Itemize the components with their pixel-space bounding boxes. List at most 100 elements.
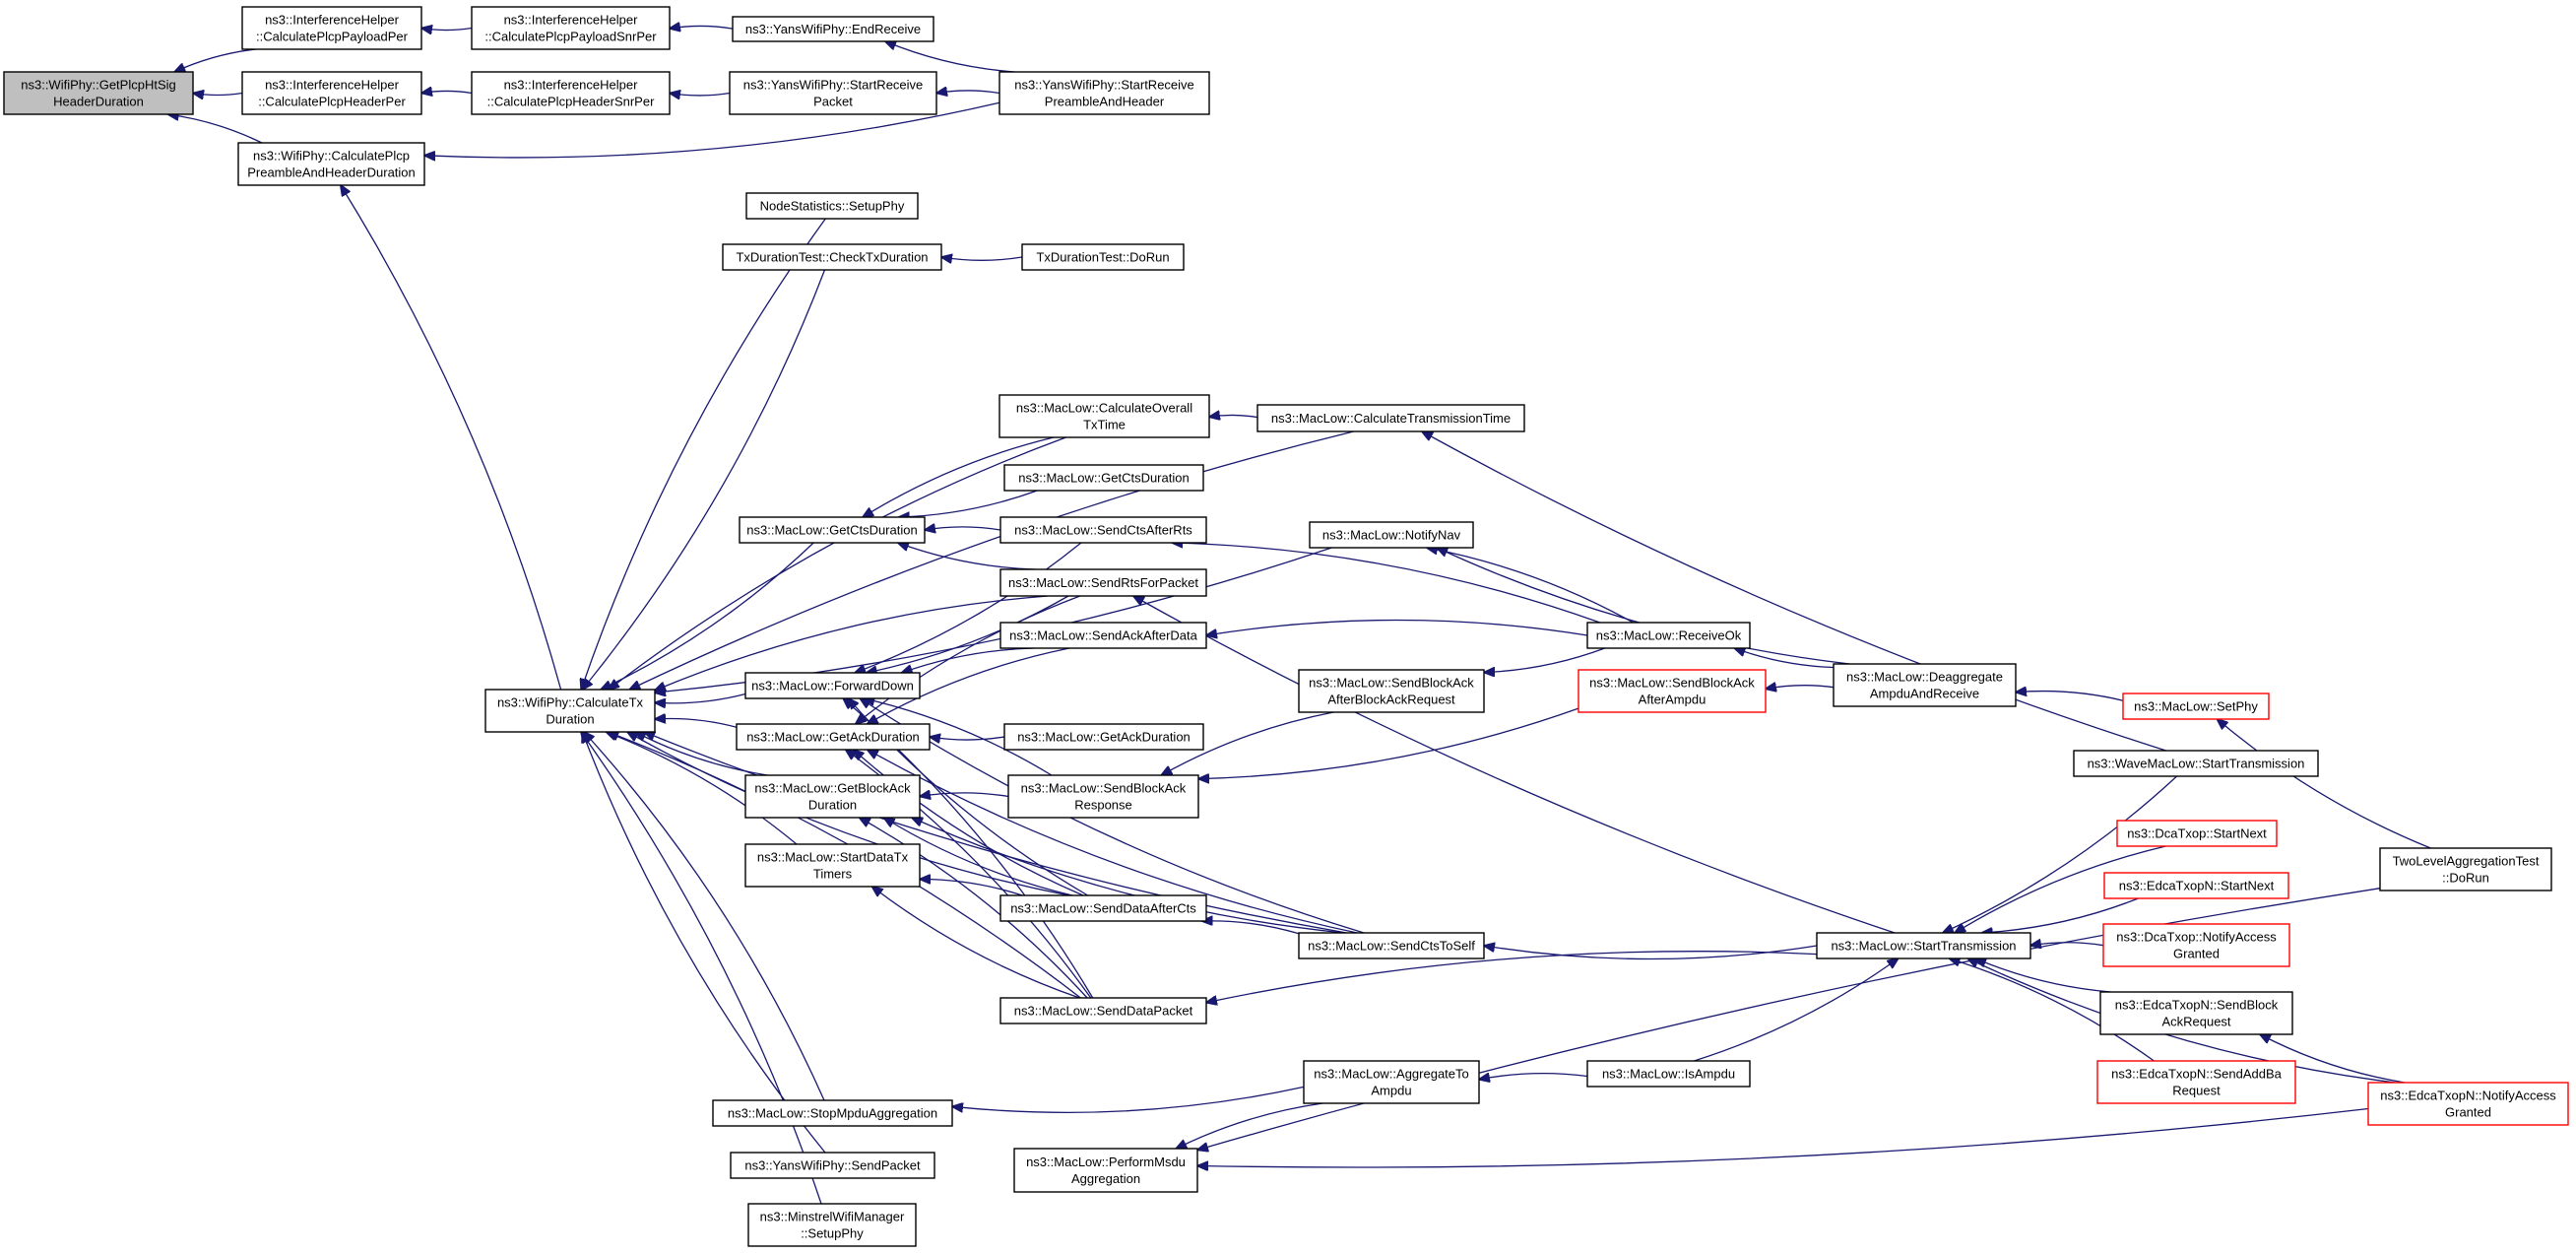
graph-node-edca_startnext[interactable]: ns3::EdcaTxopN::StartNext (2103, 872, 2289, 899)
node-box (2116, 820, 2278, 847)
node-label: ns3::EdcaTxopN::SendBlock (2115, 998, 2279, 1013)
node-label: ns3::YansWifiPhy::StartReceive (1014, 78, 1194, 93)
node-box (1833, 663, 2017, 707)
graph-node-wave_starttransmission[interactable]: ns3::WaveMacLow::StartTransmission (2073, 750, 2319, 777)
node-label: ns3::InterferenceHelper (504, 78, 639, 93)
node-box (999, 894, 1207, 922)
node-label: ns3::MacLow::GetAckDuration (746, 730, 920, 745)
node-box (1298, 669, 1485, 713)
graph-node-ml_getctsduration[interactable]: ns3::MacLow::GetCtsDuration (739, 516, 926, 544)
node-label: ns3::EdcaTxopN::NotifyAccess (2380, 1089, 2556, 1103)
node-label: ns3::MacLow::GetBlockAck (754, 781, 911, 796)
graph-node-ml_notifynav[interactable]: ns3::MacLow::NotifyNav (1309, 521, 1474, 549)
call-edge-ml_starttransmission-to-ml_sendctstoself (1484, 946, 1818, 960)
call-edge-edca_notifyaccess-to-ml_performmsdu (1197, 1107, 2369, 1167)
graph-node-yans_endreceive[interactable]: ns3::YansWifiPhy::EndReceive (732, 16, 934, 42)
node-box (722, 243, 942, 271)
call-edge-edca_notifyaccess-to-edca_sendblockackreq (2260, 1034, 2406, 1084)
graph-node-ml_receiveok[interactable]: ns3::MacLow::ReceiveOk (1586, 622, 1751, 649)
graph-node-ih_headersnrper[interactable]: ns3::InterferenceHelper::CalculatePlcpHe… (471, 71, 671, 115)
node-box (1578, 669, 1767, 713)
graph-node-ih_headerper[interactable]: ns3::InterferenceHelper::CalculatePlcpHe… (241, 71, 422, 115)
node-box (744, 672, 921, 699)
graph-node-ml_sendblockackafterreq[interactable]: ns3::MacLow::SendBlockAckAfterBlockAckRe… (1298, 669, 1485, 713)
graph-node-calc_preamble[interactable]: ns3::WifiPhy::CalculatePlcpPreambleAndHe… (237, 142, 425, 186)
node-label: ns3::MacLow::StopMpduAggregation (728, 1106, 937, 1121)
call-edge-ml_senddataaftercts-to-ml_getblockackduration (884, 818, 1073, 896)
node-label: AmpduAndReceive (1870, 687, 1979, 701)
graph-node-yans_sendpacket[interactable]: ns3::YansWifiPhy::SendPacket (730, 1152, 935, 1179)
node-label: AfterAmpdu (1639, 693, 1707, 707)
graph-node-ih_payloadsnrper[interactable]: ns3::InterferenceHelper::CalculatePlcpPa… (471, 6, 671, 50)
graph-node-ml_forwarddown[interactable]: ns3::MacLow::ForwardDown (744, 672, 921, 699)
node-label: ns3::EdcaTxopN::StartNext (2119, 879, 2275, 893)
call-edge-ih_payloadper-to-root (174, 48, 256, 72)
node-label: TxTime (1083, 418, 1126, 432)
graph-node-ml_sendackafterdata[interactable]: ns3::MacLow::SendAckAfterData (999, 622, 1207, 649)
node-label: Timers (813, 867, 853, 882)
graph-node-ml_sendctstoself[interactable]: ns3::MacLow::SendCtsToSelf (1298, 932, 1485, 959)
edge-layer (168, 26, 2431, 1205)
node-box (241, 71, 422, 115)
call-edge-dca_notifyaccess-to-ml_starttransmission (2030, 943, 2104, 946)
graph-node-ml_isampdu[interactable]: ns3::MacLow::IsAmpdu (1586, 1060, 1751, 1088)
node-label: ns3::YansWifiPhy::SendPacket (744, 1158, 921, 1173)
graph-node-ml_getackduration[interactable]: ns3::MacLow::GetAckDuration (736, 723, 931, 751)
call-edge-yans_endreceive-to-ih_payloadsnrper (670, 26, 734, 29)
node-label: AfterBlockAckRequest (1327, 693, 1455, 707)
node-label: ns3::MacLow::GetCtsDuration (746, 523, 917, 538)
node-label: HeaderDuration (53, 95, 144, 109)
node-box (999, 568, 1207, 597)
graph-node-ml_sendctsafterrts[interactable]: ns3::MacLow::SendCtsAfterRts (999, 516, 1207, 544)
graph-node-nodestats_setupphy[interactable]: NodeStatistics::SetupPhy (745, 192, 919, 220)
node-box (1013, 1148, 1198, 1193)
call-edge-ml_deaggregate-to-ml_receiveok (1734, 648, 1835, 669)
graph-node-ml_starttransmission[interactable]: ns3::MacLow::StartTransmission (1816, 932, 2031, 959)
graph-node-ih_payloadper[interactable]: ns3::InterferenceHelper::CalculatePlcpPa… (241, 6, 422, 50)
graph-node-minstrel_setupphy[interactable]: ns3::MinstrelWifiManager::SetupPhy (747, 1203, 917, 1247)
graph-node-ml_calctransmission[interactable]: ns3::MacLow::CalculateTransmissionTime (1256, 404, 1525, 432)
node-label: ns3::InterferenceHelper (265, 78, 400, 93)
node-label: ns3::InterferenceHelper (504, 13, 639, 28)
call-edge-calc_txduration-to-calc_preamble (341, 185, 562, 691)
graph-node-ml_getctsduration2[interactable]: ns3::MacLow::GetCtsDuration (1003, 464, 1204, 492)
graph-node-txdur_dorun[interactable]: TxDurationTest::DoRun (1021, 243, 1185, 271)
graph-node-ml_stopmpduaggregation[interactable]: ns3::MacLow::StopMpduAggregation (712, 1099, 953, 1127)
graph-node-dca_startnext[interactable]: ns3::DcaTxop::StartNext (2116, 820, 2278, 847)
node-box (739, 516, 926, 544)
graph-node-ml_sendrtsforpacket[interactable]: ns3::MacLow::SendRtsForPacket (999, 568, 1207, 597)
call-edge-ml_starttransmission-to-ml_sendrtsforpacket (1133, 596, 1896, 934)
call-edge-ml_getackduration2-to-ml_getackduration (930, 737, 1005, 740)
call-edge-edca_sendblockackreq-to-ml_starttransmission (1975, 958, 2111, 993)
call-edge-ml_receiveok-to-ml_sendackafterdata (1206, 619, 1588, 636)
node-box (484, 689, 656, 733)
node-label: NodeStatistics::SetupPhy (760, 199, 905, 214)
node-label: ns3::WifiPhy::GetPlcpHtSig (21, 78, 176, 93)
graph-node-twolevel_dorun[interactable]: TwoLevelAggregationTest::DoRun (2379, 847, 2552, 891)
graph-node-ml_senddataaftercts[interactable]: ns3::MacLow::SendDataAfterCts (999, 894, 1207, 922)
graph-node-yans_startreceivepreamble[interactable]: ns3::YansWifiPhy::StartReceivePreambleAn… (998, 71, 1210, 115)
graph-node-ml_getackduration2[interactable]: ns3::MacLow::GetAckDuration (1003, 723, 1204, 751)
graph-node-ml_senddatapacket[interactable]: ns3::MacLow::SendDataPacket (999, 997, 1207, 1024)
node-box (999, 997, 1207, 1024)
node-label: Request (2172, 1084, 2221, 1098)
call-edge-yans_startreceivepacket-to-ih_headersnrper (670, 94, 731, 96)
node-box (998, 394, 1210, 438)
graph-node-ml_setphy[interactable]: ns3::MacLow::SetPhy (2122, 693, 2270, 720)
graph-node-txdur_check[interactable]: TxDurationTest::CheckTxDuration (722, 243, 942, 271)
call-edge-edca_notifyaccess-to-ml_starttransmission (1967, 958, 2396, 1084)
